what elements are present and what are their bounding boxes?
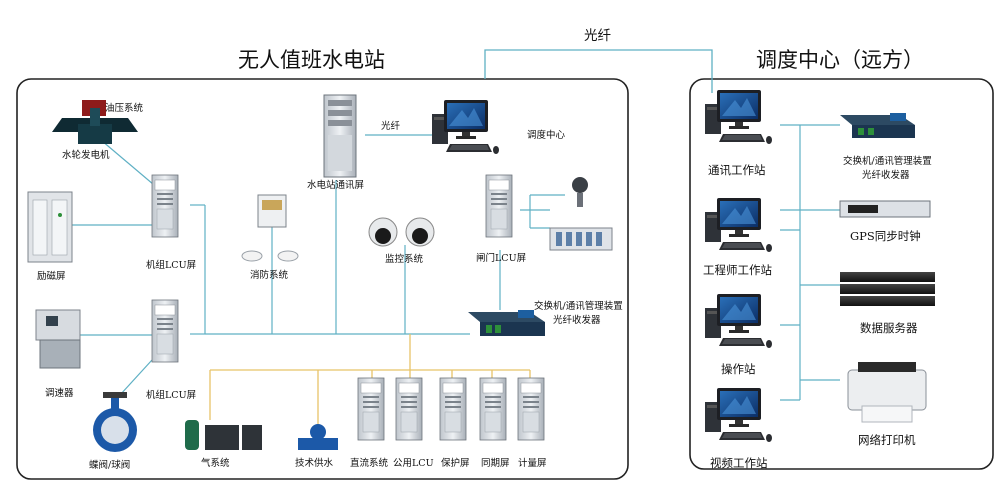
gas-system-icon	[185, 420, 262, 450]
fiber-label: 光纤	[381, 121, 401, 132]
eng-ws-label: 工程师工作站	[703, 263, 772, 277]
comm-panel-cabinet-icon	[323, 94, 357, 178]
op-ws-label: 操作站	[721, 362, 756, 376]
center-frame	[689, 78, 994, 470]
fire-label: 消防系统	[250, 270, 289, 281]
unit-lcu-2-cabinet-icon	[151, 299, 179, 363]
excitation-label: 励磁屏	[37, 271, 66, 282]
turbine-label: 水轮发电机	[62, 150, 110, 161]
video-ws-label: 视频工作站	[710, 456, 768, 470]
oil-system-label: 油压系统	[105, 103, 144, 114]
station-frame	[16, 78, 629, 480]
valve-icon	[93, 392, 137, 452]
station-switch-label-1: 交换机/通讯管理装置	[534, 301, 623, 312]
comm-ws-label: 通讯工作站	[708, 163, 766, 177]
engineer-workstation-icon	[705, 198, 772, 252]
sync-label: 同期屏	[481, 458, 510, 469]
pressure-sensor-icon	[572, 177, 588, 207]
fire-system-icon	[241, 194, 299, 262]
valve-label: 蝶阀/球阀	[89, 460, 131, 471]
gate-lcu-label: 闸门LCU屏	[476, 253, 527, 264]
public-lcu-label: 公用LCU	[393, 458, 434, 469]
protect-label: 保护屏	[441, 458, 470, 469]
gps-label: GPS同步时钟	[850, 229, 921, 243]
station-network-lines	[60, 134, 565, 396]
water-label: 技术供水	[295, 458, 334, 469]
gps-clock-icon	[839, 200, 931, 218]
camera-icon	[368, 217, 435, 247]
unit-lcu-1-label: 机组LCU屏	[146, 260, 197, 271]
protection-cabinet-icon	[439, 377, 467, 441]
water-supply-icon	[298, 424, 338, 450]
video-workstation-icon	[705, 388, 772, 442]
printer-icon	[847, 362, 927, 423]
station-switch-icon	[468, 310, 545, 336]
center-title: 调度中心（远方）	[756, 48, 924, 72]
monitor-label: 监控系统	[385, 254, 424, 265]
printer-label: 网络打印机	[858, 433, 916, 447]
server-label: 数据服务器	[860, 321, 918, 335]
dc-system-cabinet-icon	[357, 377, 385, 441]
governor-label: 调速器	[45, 388, 74, 399]
center-switch-label-2: 光纤收发器	[862, 170, 910, 181]
unit-lcu-2-label: 机组LCU屏	[146, 390, 197, 401]
fiber-top-label: 光纤	[584, 28, 611, 44]
dispatch-label: 调度中心	[527, 130, 566, 141]
gate-device-icon	[549, 227, 613, 251]
center-network-lines	[780, 124, 840, 401]
station-bus-lines	[209, 334, 531, 430]
turbine-icon	[52, 100, 138, 144]
comm-panel-label: 水电站通讯屏	[307, 180, 365, 191]
operator-workstation-icon	[705, 294, 772, 348]
center-switch-icon	[840, 113, 915, 138]
public-lcu-cabinet-icon	[395, 377, 423, 441]
dispatch-workstation-icon	[432, 100, 499, 154]
gate-lcu-cabinet-icon	[485, 174, 513, 238]
station-switch-label-2: 光纤收发器	[553, 315, 601, 326]
comm-workstation-icon	[705, 90, 772, 144]
excitation-cabinet-icon	[27, 191, 73, 263]
meter-label: 计量屏	[518, 458, 547, 469]
unit-lcu-1-cabinet-icon	[151, 174, 179, 238]
meter-cabinet-icon	[517, 377, 545, 441]
sync-cabinet-icon	[479, 377, 507, 441]
fiber-link-line	[484, 49, 713, 93]
station-title: 无人值班水电站	[238, 48, 385, 72]
governor-icon	[35, 309, 81, 369]
gas-label: 气系统	[201, 458, 230, 469]
center-switch-label-1: 交换机/通讯管理装置	[843, 156, 932, 167]
server-icon	[840, 272, 935, 306]
dc-label: 直流系统	[350, 458, 389, 469]
